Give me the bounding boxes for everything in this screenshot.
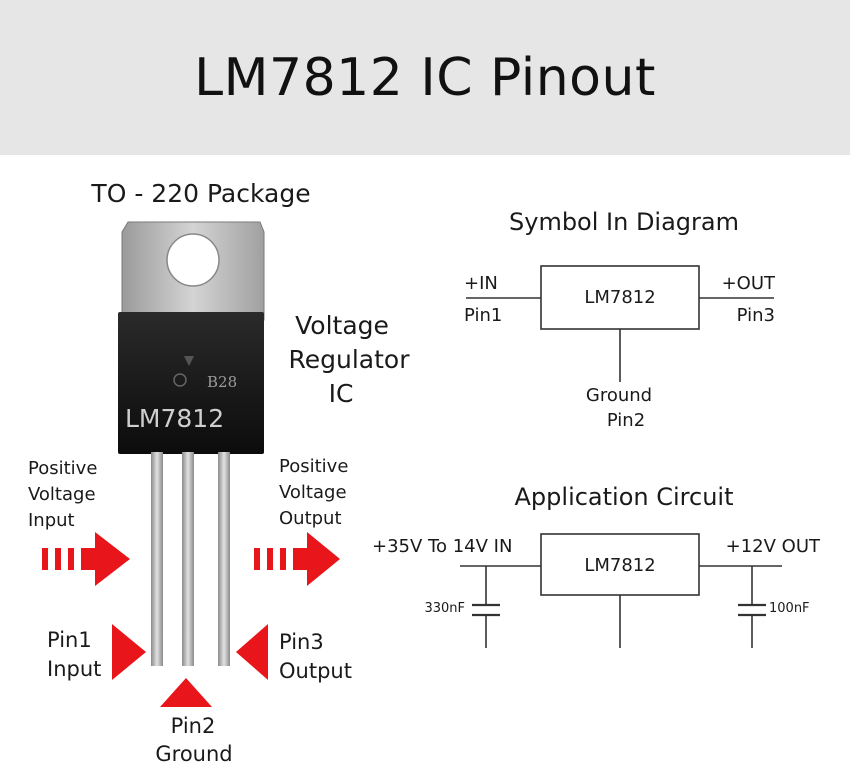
symbol-in-label: +IN (464, 273, 498, 294)
pin1-function: Input (47, 657, 102, 681)
app-circuit-title: Application Circuit (514, 483, 734, 511)
pin1-label: Pin1 (47, 628, 92, 652)
chip-body (118, 312, 264, 454)
to220-package (118, 221, 265, 666)
symbol-chip-label: LM7812 (584, 287, 656, 308)
header-banner: LM7812 IC Pinout (0, 0, 850, 155)
pin2-label: Pin2 (170, 714, 216, 738)
pin2-pointer-icon (160, 678, 212, 707)
symbol-in-pin: Pin1 (464, 305, 503, 326)
leg-3 (218, 452, 230, 666)
pin1-pointer-icon (112, 624, 146, 680)
pin2-function: Ground (155, 742, 233, 766)
input-callout-line3: Input (28, 510, 75, 531)
package-title: TO - 220 Package (91, 179, 311, 208)
side-label-line1: Voltage (295, 311, 389, 340)
symbol-out-label: +OUT (721, 273, 775, 294)
logo-circle (173, 373, 187, 387)
output-arrow-icon (254, 532, 340, 586)
symbol-ground-label: Ground (585, 385, 653, 406)
app-in-label: +35V To 14V IN (372, 536, 513, 557)
symbol-ground-pin: Pin2 (606, 410, 646, 431)
app-chip-box (540, 533, 700, 596)
chip-marking-part: LM7812 (125, 404, 225, 433)
output-callout-line1: Positive (279, 456, 349, 477)
output-callout-line2: Voltage (279, 482, 347, 503)
mounting-hole (166, 233, 220, 287)
pin3-label: Pin3 (279, 630, 324, 654)
input-arrow-icon (42, 532, 130, 586)
symbol-diagram (466, 265, 774, 382)
red-arrows (42, 532, 340, 707)
input-callout-line2: Voltage (28, 484, 96, 505)
output-callout-line3: Output (279, 508, 342, 529)
logo-mark (184, 356, 194, 366)
symbol-diagram-title: Symbol In Diagram (509, 208, 739, 236)
leg-2 (182, 452, 194, 666)
symbol-out-pin: Pin3 (736, 305, 775, 326)
chip-marking-code: B28 (207, 373, 238, 391)
cap-in-label: 330nF (424, 601, 465, 616)
app-chip-label: LM7812 (584, 555, 656, 576)
app-out-label: +12V OUT (725, 536, 820, 557)
side-label-line2: Regulator (288, 345, 410, 374)
side-label-line3: IC (328, 379, 354, 408)
leg-1 (151, 452, 163, 666)
page-title: LM7812 IC Pinout (194, 47, 656, 108)
pin3-pointer-icon (236, 624, 268, 680)
input-callout-line1: Positive (28, 458, 98, 479)
cap-out-label: 100nF (769, 601, 810, 616)
pin3-function: Output (279, 659, 352, 683)
application-circuit (460, 533, 782, 648)
